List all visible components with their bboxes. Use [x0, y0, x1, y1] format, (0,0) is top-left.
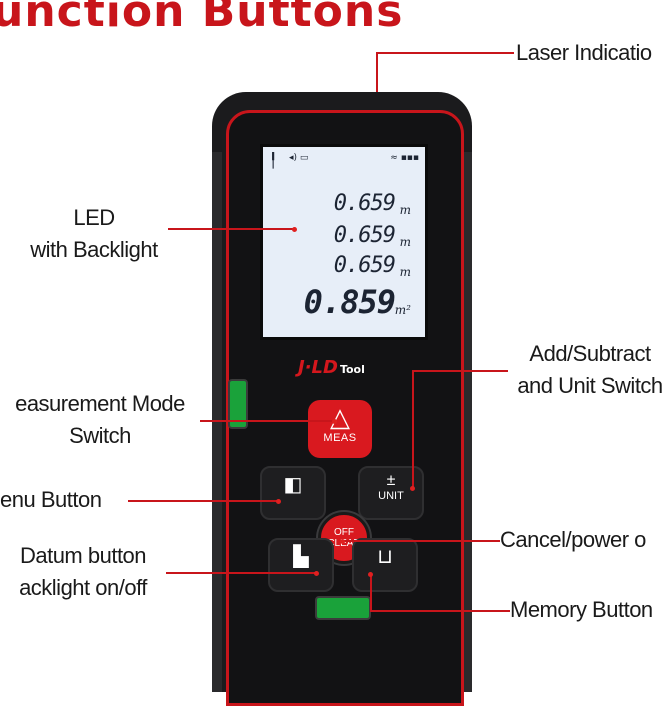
- leader-memory-dot: [368, 572, 373, 577]
- unit-button-label: UNIT: [378, 490, 404, 502]
- right-grip: [462, 152, 472, 692]
- callout-cancel: Cancel/power o: [500, 527, 646, 552]
- sound-battery-status: ◂) ▭: [289, 153, 309, 163]
- page-title: unction Buttons: [0, 0, 404, 37]
- unit-button[interactable]: ± UNIT: [358, 466, 424, 520]
- callout-meas: easurement Mode Switch: [0, 388, 200, 452]
- brand-name: J·LD: [298, 357, 338, 378]
- callout-datum-line1: Datum button: [19, 543, 147, 568]
- leader-meas-dot: [332, 419, 337, 424]
- reading-main-unit: m²: [394, 303, 411, 317]
- callout-addsub-line1: Add/Subtract: [529, 341, 651, 366]
- callout-addsub: Add/Subtract and Unit Switch: [508, 338, 672, 402]
- left-grip: [212, 152, 222, 692]
- leader-addsub-v: [412, 370, 414, 488]
- leader-led: [168, 228, 294, 230]
- callout-meas-line2: Switch: [69, 423, 131, 448]
- callout-led-line2: with Backlight: [30, 237, 158, 262]
- meas-button-label: MEAS: [323, 432, 357, 444]
- menu-button[interactable]: ◧: [260, 466, 326, 520]
- reading-1-unit: m: [399, 203, 411, 217]
- callout-addsub-line2: and Unit Switch: [517, 373, 663, 398]
- reading-2-unit: m: [399, 235, 411, 249]
- reading-3: 0.659: [333, 253, 396, 278]
- datum-indicator-icon: ╿: [269, 153, 278, 169]
- reading-main: 0.859: [303, 283, 396, 321]
- brand-suffix: Tool: [339, 363, 365, 376]
- memory-button[interactable]: ⊔: [352, 538, 418, 592]
- horizontal-level-vial: [315, 596, 371, 620]
- callout-menu: enu Button: [0, 487, 102, 512]
- leader-laser-v: [376, 52, 378, 92]
- leader-datum: [166, 572, 316, 574]
- plus-minus-icon: ±: [386, 472, 396, 489]
- signal-status: ≈ ▪▪▪: [390, 153, 419, 163]
- laser-triangle-icon: △: [330, 402, 350, 432]
- leader-menu: [128, 500, 278, 502]
- callout-led-line1: LED: [73, 205, 115, 230]
- leader-menu-dot: [276, 499, 281, 504]
- leader-meas: [200, 420, 334, 422]
- lcd-screen: ╿ ◂) ▭ ≈ ▪▪▪ 0.659 m 0.659 m 0.659 m 0.8…: [260, 144, 428, 340]
- callout-led: LED with Backlight: [16, 202, 172, 266]
- leader-cancel: [342, 540, 500, 542]
- leader-addsub-dot: [410, 486, 415, 491]
- off-label: OFF: [334, 527, 354, 538]
- callout-memory: Memory Button: [510, 597, 653, 622]
- vertical-level-vial: [228, 379, 248, 429]
- leader-cancel-dot: [340, 539, 345, 544]
- leader-datum-dot: [314, 571, 319, 576]
- leader-led-dot: [292, 227, 297, 232]
- datum-icon: ▙: [293, 546, 309, 568]
- memory-icon: ⊔: [377, 546, 393, 568]
- meas-button[interactable]: △ MEAS: [308, 400, 372, 458]
- laser-distance-meter: ╿ ◂) ▭ ≈ ▪▪▪ 0.659 m 0.659 m 0.659 m 0.8…: [212, 92, 472, 706]
- leader-laser-h: [376, 52, 514, 54]
- reading-2: 0.659: [333, 223, 396, 248]
- callout-laser: Laser Indicatio: [516, 40, 652, 65]
- callout-meas-line1: easurement Mode: [15, 391, 185, 416]
- leader-memory-h: [370, 610, 510, 612]
- callout-datum: Datum button acklight on/off: [0, 540, 166, 604]
- leader-memory-v: [370, 574, 372, 612]
- callout-datum-line2: acklight on/off: [19, 575, 147, 600]
- reading-1: 0.659: [333, 191, 396, 216]
- reading-3-unit: m: [399, 265, 411, 279]
- datum-button[interactable]: ▙: [268, 538, 334, 592]
- leader-addsub-h: [412, 370, 508, 372]
- area-volume-icon: ◧: [283, 474, 303, 496]
